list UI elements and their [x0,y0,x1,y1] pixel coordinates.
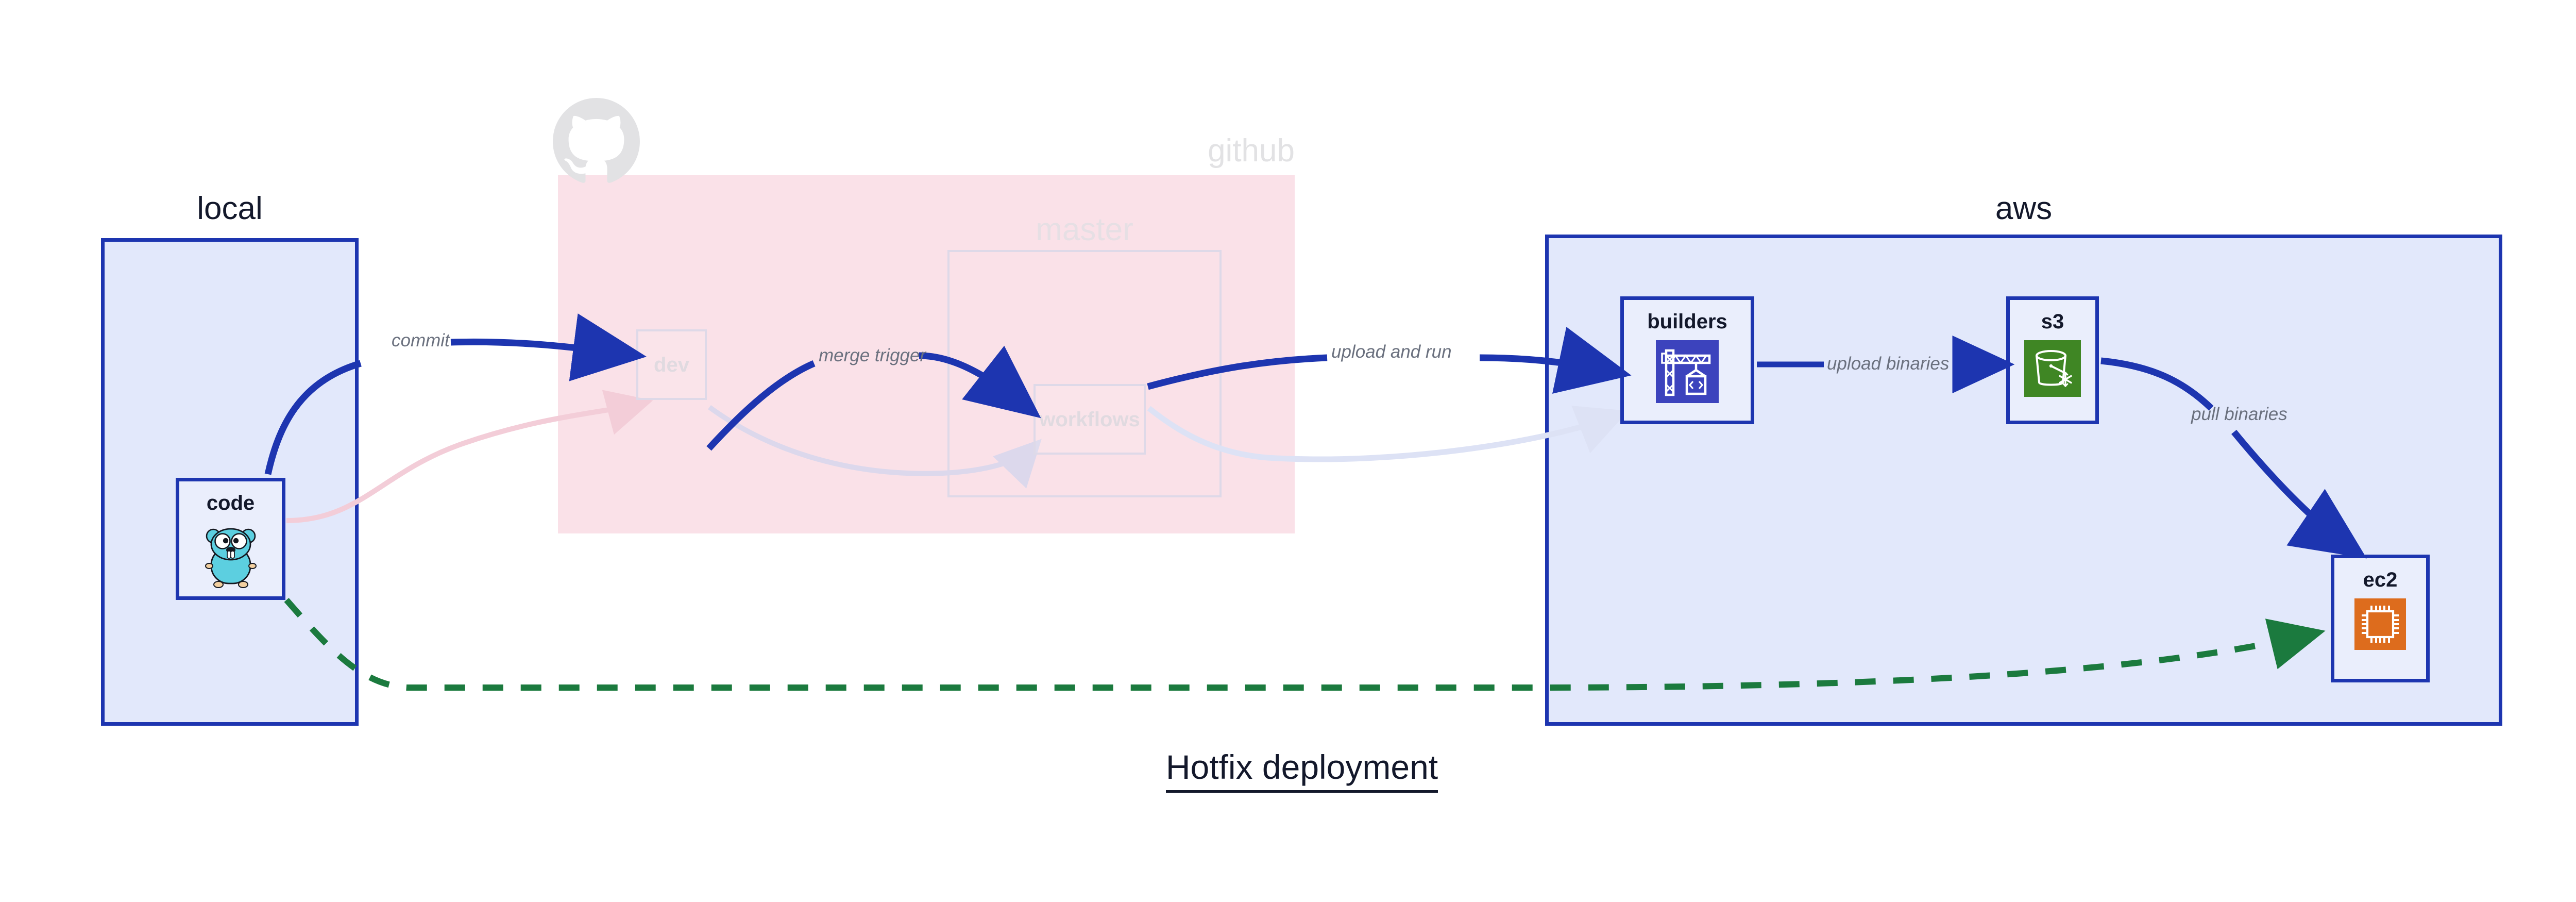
node-workflows[interactable]: workflows [1033,384,1146,455]
node-builders-label: builders [1647,310,1727,333]
node-dev-label: dev [654,353,689,376]
edge-label-merge-trigger: merge trigger [819,345,926,365]
group-github-label: github [1208,133,1295,169]
group-master [947,250,1222,497]
aws-ec2-chip-icon [2354,598,2406,650]
node-s3-label: s3 [2041,310,2064,333]
node-builders[interactable]: builders [1620,296,1754,424]
group-master-label: master [1036,212,1133,247]
node-workflows-label: workflows [1039,408,1140,431]
aws-codebuild-crane-icon [1656,340,1719,403]
node-s3[interactable]: s3 [2006,296,2099,424]
diagram-title: Hotfix deployment [0,748,2576,793]
node-ec2[interactable]: ec2 [2331,555,2430,682]
diagram-title-text: Hotfix deployment [1165,748,1438,793]
edge-label-upload-binaries: upload binaries [1827,354,1950,374]
node-code-label: code [206,492,255,514]
group-aws-label: aws [1995,191,2053,226]
edge-label-pull-binaries: pull binaries [2191,404,2287,424]
edge-label-commit: commit [392,330,450,350]
node-ec2-label: ec2 [2363,569,2398,591]
node-dev[interactable]: dev [636,329,707,400]
edge-label-upload-and-run: upload and run [1331,342,1452,362]
aws-s3-glacier-bucket-icon [2024,340,2081,397]
github-octocat-icon [553,98,640,183]
node-code[interactable]: code [176,478,285,600]
group-local-label: local [197,191,263,226]
go-gopher-icon [202,523,260,589]
